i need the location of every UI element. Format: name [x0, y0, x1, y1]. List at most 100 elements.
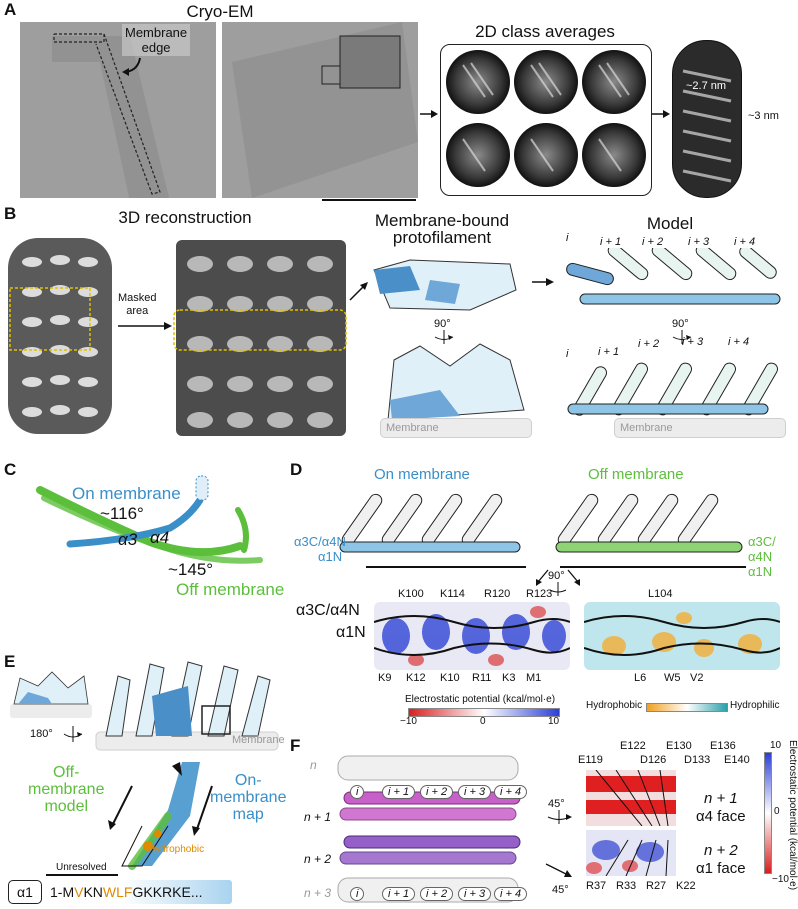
- sub-top-i1: i + 1: [382, 782, 416, 800]
- hydrophilic-label-d: Hydrophilic: [730, 700, 780, 711]
- arrow-a2: [652, 110, 670, 118]
- class-average-4: [446, 123, 510, 187]
- panel-label-f: F: [290, 736, 301, 755]
- rotate-icon-f1: [547, 810, 572, 824]
- res-e136: E136: [710, 740, 736, 752]
- hydrophobic-label-d: Hydrophobic: [586, 700, 643, 711]
- res-e119: E119: [578, 754, 603, 766]
- row-n1: n + 1: [304, 810, 332, 824]
- membrane-label-e: Membrane: [232, 734, 285, 746]
- micrograph-2: [222, 22, 418, 198]
- a1-face-surface: [586, 830, 676, 876]
- model-sub-i4: i + 4: [734, 236, 756, 248]
- masked-to-protofilament-arrow: [349, 282, 368, 301]
- res-e130: E130: [666, 740, 692, 752]
- a4-face-surface: [586, 770, 676, 826]
- row-label-a3c: α3C/α4N: [296, 602, 360, 619]
- angle-off-c: ~145°: [168, 560, 214, 579]
- sub-bot-i4: i + 4: [494, 884, 528, 902]
- es-colorbar-f: [764, 752, 772, 874]
- panel-label-a: A: [4, 0, 17, 19]
- res-k100: K100: [398, 588, 424, 600]
- rot180-e: 180°: [30, 728, 53, 740]
- reconstruction-title: 3D reconstruction: [118, 208, 252, 227]
- membrane-bar-b2: Membrane: [614, 418, 786, 438]
- measurement-3nm: ~3 nm: [748, 110, 779, 122]
- res-e140: E140: [724, 754, 750, 766]
- row-n3: n + 3: [304, 886, 332, 900]
- res-k22: K22: [676, 880, 696, 892]
- large-map-e: [95, 661, 279, 751]
- class-average-6: [582, 123, 646, 187]
- row-n: n: [310, 758, 317, 772]
- electrostatic-surface-d: [374, 602, 570, 670]
- sub-top-i2: i + 2: [420, 782, 454, 800]
- res-k114: K114: [440, 588, 465, 600]
- res-r27: R27: [646, 880, 667, 892]
- enlarged-class-average: [672, 40, 742, 198]
- es-tick-f-10: 10: [770, 740, 782, 751]
- on-membrane-c: On membrane: [72, 484, 181, 503]
- sub-bot-i1: i + 1: [382, 884, 416, 902]
- hydro-colorbar-d: [646, 703, 728, 712]
- off-membrane-d: Off membrane: [588, 466, 684, 483]
- model-side: [567, 362, 778, 416]
- res-k10: K10: [440, 672, 460, 684]
- class-avg-box: [440, 44, 652, 196]
- model-top: [566, 248, 781, 305]
- class-average-5: [514, 123, 578, 187]
- class-average-2: [514, 50, 578, 114]
- alpha4-c: α4: [150, 528, 170, 547]
- tube-reconstruction: [8, 238, 112, 434]
- es-tick-minus10: −10: [400, 716, 417, 727]
- sub-top-i: i: [350, 782, 365, 800]
- protofilament-map-side: [387, 343, 525, 421]
- res-k12: K12: [406, 672, 426, 684]
- masked-arrow: [118, 322, 172, 330]
- row-n2: n + 2: [304, 852, 332, 866]
- panel-label-d: D: [290, 460, 303, 479]
- arrow-a1: [420, 110, 438, 118]
- class-average-3: [582, 50, 646, 114]
- measurement-2-7nm: ~2.7 nm: [686, 80, 727, 92]
- es-title-f: Electrostatic potential (kcal/mol·e): [787, 740, 798, 891]
- unresolved-line-e: [46, 874, 118, 876]
- res-k3: K3: [502, 672, 516, 684]
- rotate-icon-b1: [434, 330, 454, 344]
- off-membrane-helices-d: [555, 493, 743, 553]
- rotate-icon-b2: [672, 330, 692, 344]
- res-r123: R123: [526, 588, 553, 600]
- res-l104: L104: [648, 588, 673, 600]
- rot45-bottom: 45°: [552, 884, 569, 896]
- model2-sub-i4: i + 4: [728, 336, 750, 348]
- es-tick-0: 0: [480, 716, 486, 727]
- sub-bot-i2: i + 2: [420, 884, 454, 902]
- angle-on-c: ~116°: [100, 504, 144, 523]
- res-l6: L6: [634, 672, 647, 684]
- sub-top-i3: i + 3: [458, 782, 492, 800]
- res-r11: R11: [472, 672, 492, 684]
- es-colorbar-d: [408, 708, 560, 717]
- alpha1-tag-e: α1: [8, 880, 42, 904]
- model2-sub-i1: i + 1: [598, 346, 620, 358]
- sub-bot-i: i: [350, 884, 365, 902]
- res-e122: E122: [620, 740, 646, 752]
- arrow-b-model: [532, 278, 554, 286]
- res-v2: V2: [690, 672, 704, 684]
- rot90-b1: 90°: [434, 318, 451, 330]
- panel-label-e: E: [4, 652, 16, 671]
- model2-sub-i: i: [566, 348, 569, 360]
- rotate-icon-f2: [545, 863, 572, 877]
- class-avg-title: 2D class averages: [475, 22, 615, 41]
- model-sub-i1: i + 1: [600, 236, 622, 248]
- sequence-e: 1-MVKNWLFGKKRKE...: [46, 880, 232, 904]
- rot45-top: 45°: [548, 798, 565, 810]
- unresolved-label-e: Unresolved: [56, 862, 107, 873]
- small-map-e: [10, 671, 92, 718]
- hydrophobicity-surface-d: [584, 602, 780, 670]
